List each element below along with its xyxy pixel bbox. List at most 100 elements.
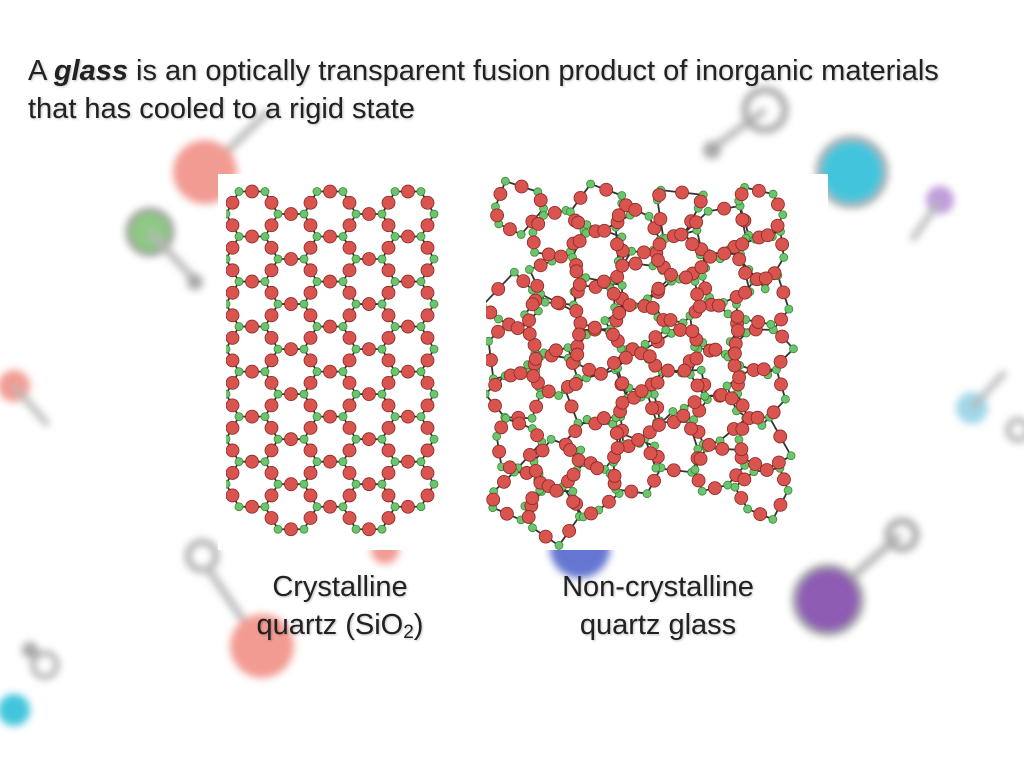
oxygen-atom (226, 375, 240, 390)
silicon-atom (351, 299, 361, 309)
oxygen-atom (610, 237, 624, 252)
silicon-atom (312, 277, 322, 286)
silicon-atom (351, 524, 361, 534)
oxygen-atom (488, 378, 503, 392)
silicon-atom (226, 479, 231, 489)
silicon-atom (600, 316, 610, 325)
oxygen-atom (693, 194, 708, 209)
oxygen-atom (494, 420, 509, 435)
silicon-atom (299, 434, 309, 444)
silicon-atom (730, 482, 740, 492)
silicon-atom (338, 232, 348, 241)
oxygen-atom (529, 399, 544, 414)
oxygen-atom (708, 342, 723, 357)
oxygen-atom (264, 195, 279, 210)
oxygen-atom (597, 223, 612, 238)
oxygen-atom (664, 267, 678, 282)
oxygen-atom (674, 227, 689, 242)
oxygen-atom (226, 263, 240, 278)
oxygen-atom (643, 446, 658, 461)
oxygen-atom (264, 330, 279, 345)
oxygen-atom (381, 375, 396, 390)
oxygen-atom (528, 351, 543, 366)
silicon-atom (377, 299, 387, 309)
oxygen-atom (750, 410, 765, 425)
oxygen-atom (420, 488, 435, 503)
oxygen-atom (264, 398, 279, 413)
silicon-atom (722, 381, 732, 391)
oxygen-atom (342, 488, 357, 503)
oxygen-atom (381, 218, 396, 233)
oxygen-atom (245, 184, 259, 199)
oxygen-atom (612, 306, 627, 320)
oxygen-atom (486, 305, 498, 320)
oxygen-atom (362, 342, 376, 356)
oxygen-atom (420, 466, 435, 480)
silicon-atom (260, 322, 270, 331)
oxygen-atom (572, 327, 586, 342)
oxygen-atom (362, 252, 376, 266)
oxygen-atom (381, 308, 396, 323)
silicon-atom (696, 365, 706, 375)
oxygen-atom (264, 218, 279, 233)
silicon-atom (390, 457, 400, 467)
oxygen-atom (342, 308, 357, 323)
oxygen-atom (303, 195, 318, 210)
oxygen-atom (628, 256, 643, 271)
oxygen-atom (284, 387, 298, 402)
oxygen-atom (569, 304, 584, 318)
silicon-atom (540, 297, 550, 307)
silicon-atom (416, 367, 426, 377)
oxygen-atom (637, 245, 651, 260)
oxygen-atom (323, 319, 337, 334)
oxygen-atom (420, 375, 435, 390)
crystalline-lattice (226, 184, 439, 537)
oxygen-atom (245, 499, 259, 514)
oxygen-atom (401, 319, 415, 334)
oxygen-atom (381, 443, 396, 458)
oxygen-atom (606, 286, 621, 301)
silicon-atom (312, 367, 322, 377)
oxygen-atom (420, 421, 435, 435)
silicon-atom (260, 232, 270, 241)
oxygen-atom (661, 363, 675, 378)
silicon-atom (351, 209, 361, 219)
silicon-atom (760, 284, 770, 294)
silicon-atom (299, 524, 309, 534)
oxygen-atom (611, 208, 626, 223)
oxygen-atom (647, 473, 661, 488)
oxygen-atom (516, 274, 531, 289)
oxygen-atom (684, 421, 698, 436)
silicon-atom (226, 254, 231, 264)
oxygen-atom (573, 190, 588, 205)
silicon-atom (312, 232, 322, 241)
oxygen-atom (685, 324, 700, 339)
oxygen-atom (226, 443, 240, 458)
silicon-atom (554, 391, 563, 400)
silicon-atom (525, 265, 534, 274)
oxygen-atom (264, 488, 279, 503)
silicon-atom (661, 325, 671, 335)
oxygen-atom (609, 426, 624, 441)
oxygen-atom (642, 349, 657, 364)
oxygen-atom (362, 387, 376, 402)
oxygen-atom (492, 444, 507, 459)
oxygen-atom (401, 274, 415, 289)
oxygen-atom (323, 184, 337, 199)
oxygen-atom (648, 330, 663, 345)
oxygen-atom (554, 249, 568, 264)
silicon-atom (273, 209, 283, 219)
silicon-atom (338, 502, 348, 512)
oxygen-atom (663, 313, 678, 327)
oxygen-atom (594, 366, 608, 381)
oxygen-atom (597, 274, 611, 289)
oxygen-atom (342, 285, 357, 300)
oxygen-atom (572, 234, 587, 248)
oxygen-atom (703, 249, 718, 264)
oxygen-atom (342, 195, 357, 210)
silicon-atom (509, 267, 519, 277)
oxygen-atom (645, 301, 660, 315)
silicon-atom (234, 187, 244, 196)
silicon-atom (351, 254, 361, 264)
silicon-atom (312, 457, 322, 467)
